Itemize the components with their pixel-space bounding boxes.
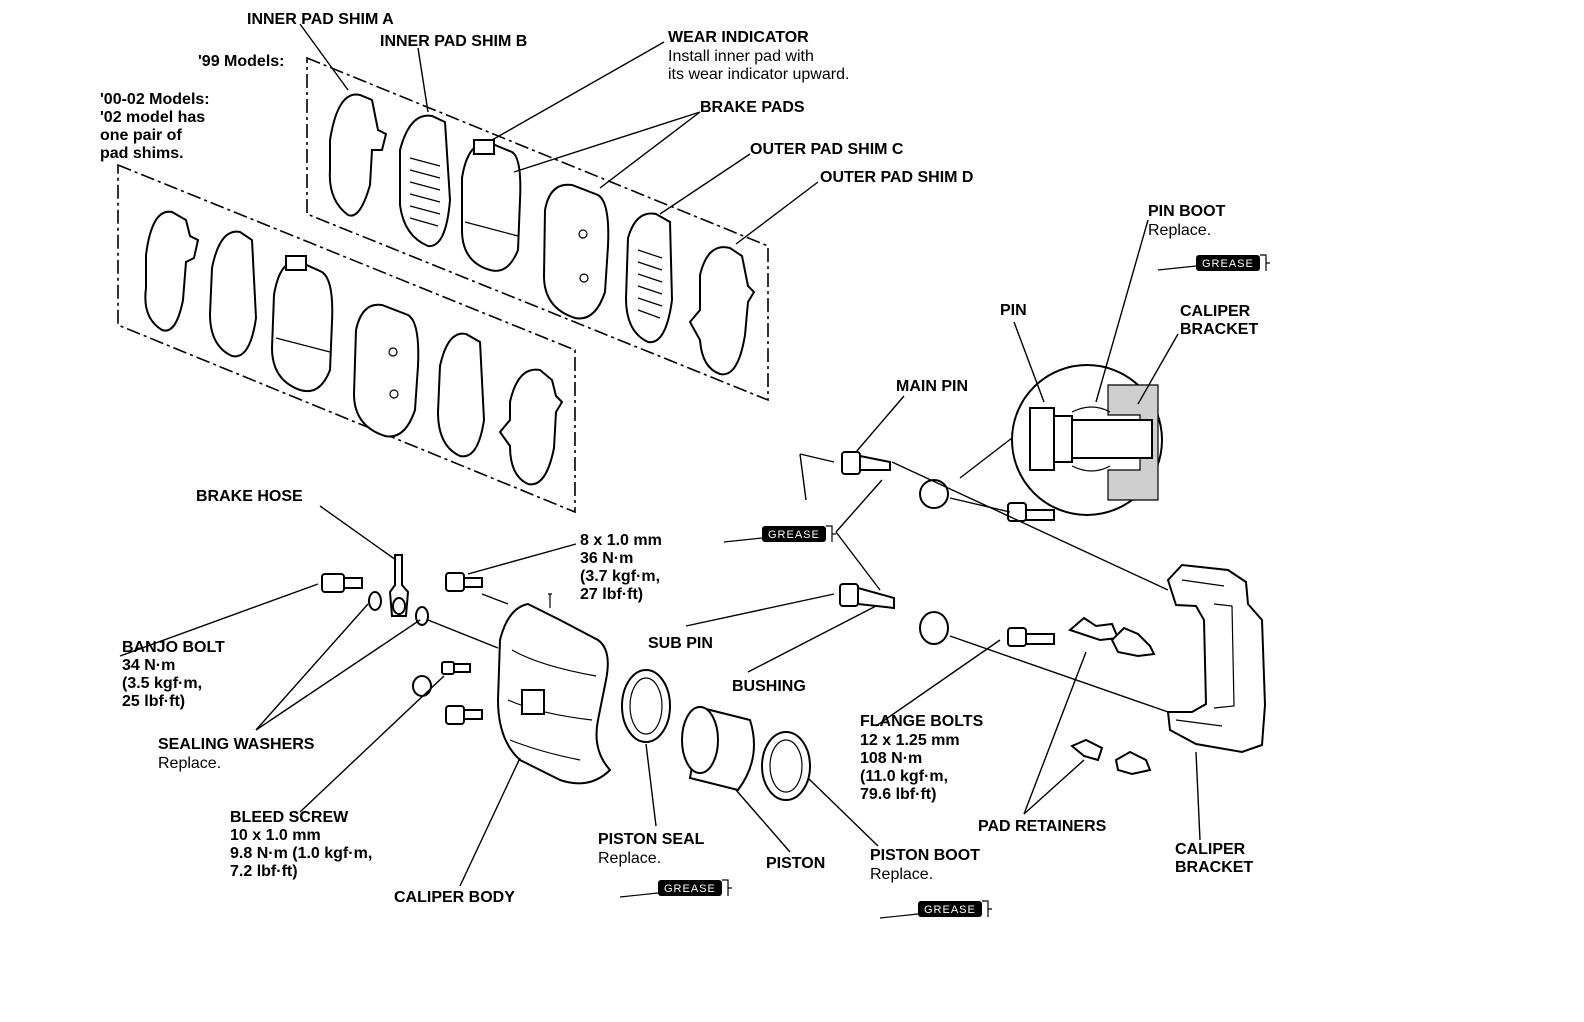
label-wear-indicator-note-2: its wear indicator upward. xyxy=(668,66,849,83)
label-bolt-spec-4: 27 lbf·ft) xyxy=(580,586,643,603)
label-inner-pad-shim-b: INNER PAD SHIM B xyxy=(380,33,527,50)
label-pin: PIN xyxy=(1000,302,1027,319)
pad-retainers-upper xyxy=(1068,616,1156,658)
label-piston-seal-note: Replace. xyxy=(598,850,661,867)
outer-pad-shim-d-99 xyxy=(688,246,756,376)
label-main-pin: MAIN PIN xyxy=(896,378,968,395)
label-pin-boot-note: Replace. xyxy=(1148,222,1211,239)
label-99-models: '99 Models: xyxy=(198,53,285,70)
label-banjo-bolt-spec-3: 25 lbf·ft) xyxy=(122,693,185,710)
caliper-body xyxy=(496,593,612,785)
inner-pad-shim-b-99 xyxy=(399,114,452,248)
label-banjo-bolt-spec-1: 34 N·m xyxy=(122,657,175,674)
label-flange-bolts-spec-1: 12 x 1.25 mm xyxy=(860,732,960,749)
piston-seal xyxy=(621,669,671,743)
brake-pad-outer-00-02 xyxy=(352,303,420,438)
label-pad-retainers: PAD RETAINERS xyxy=(978,818,1107,835)
label-brake-hose: BRAKE HOSE xyxy=(196,488,303,505)
grease-tube-pin-boot: GREASE xyxy=(1157,254,1270,271)
inner-pad-shim-a-00-02 xyxy=(144,210,200,332)
grease-label: GREASE xyxy=(924,904,976,916)
label-piston: PISTON xyxy=(766,855,825,872)
sub-pin xyxy=(839,583,895,610)
outer-pad-shim-c-99 xyxy=(624,212,674,344)
pad-retainers-lower xyxy=(1070,738,1152,776)
bushing-lower xyxy=(919,611,949,645)
brake-pad-outer-99 xyxy=(542,183,610,320)
bushing-upper xyxy=(919,479,949,509)
label-flange-bolts-spec-4: 79.6 lbf·ft) xyxy=(860,786,936,803)
label-00-02-models-4: pad shims. xyxy=(100,145,184,162)
label-wear-indicator-note-1: Install inner pad with xyxy=(668,48,814,65)
caliper-bracket xyxy=(1166,563,1267,754)
brake-pad-inner-00-02 xyxy=(270,255,334,392)
label-bushing: BUSHING xyxy=(732,678,806,695)
label-caliper-bracket-top-2: BRACKET xyxy=(1180,321,1258,338)
label-flange-bolts-spec-3: (11.0 kgf·m, xyxy=(860,768,948,785)
label-bleed-screw-spec-1: 10 x 1.0 mm xyxy=(230,827,321,844)
brake-hose-fitting xyxy=(388,554,410,617)
caliper-bolt-upper xyxy=(445,572,483,592)
brake-pad-inner-99 xyxy=(461,139,522,272)
grease-tube-main-pin: GREASE xyxy=(723,525,836,543)
flange-bolt-upper xyxy=(1007,502,1055,522)
models-00-02-enclosure xyxy=(117,163,576,514)
caliper-bolt-lower xyxy=(445,705,483,725)
label-bolt-spec-1: 8 x 1.0 mm xyxy=(580,532,662,549)
grease-tube-piston-seal: GREASE xyxy=(619,879,732,898)
grease-label: GREASE xyxy=(1202,258,1254,270)
sealing-washer-1 xyxy=(368,591,382,611)
label-piston-boot-note: Replace. xyxy=(870,866,933,883)
label-piston-seal: PISTON SEAL xyxy=(598,831,705,848)
leader-lines xyxy=(119,23,1201,887)
label-outer-pad-shim-c: OUTER PAD SHIM C xyxy=(750,141,904,158)
grease-label: GREASE xyxy=(768,529,820,541)
label-sub-pin: SUB PIN xyxy=(648,635,713,652)
inner-pad-shim-b-00-02 xyxy=(208,230,258,358)
label-bolt-spec-2: 36 N·m xyxy=(580,550,633,567)
label-sealing-washers-note: Replace. xyxy=(158,755,221,772)
grease-tube-piston-boot: GREASE xyxy=(879,900,992,919)
label-00-02-models-3: one pair of xyxy=(100,127,182,144)
label-banjo-bolt-spec-2: (3.5 kgf·m, xyxy=(122,675,202,692)
label-piston-boot: PISTON BOOT xyxy=(870,847,980,864)
label-bleed-screw: BLEED SCREW xyxy=(230,809,349,826)
banjo-bolt xyxy=(321,573,363,593)
flange-bolt-lower xyxy=(1007,627,1055,647)
label-flange-bolts: FLANGE BOLTS xyxy=(860,713,984,730)
main-pin xyxy=(841,451,891,475)
label-brake-pads: BRAKE PADS xyxy=(700,99,805,116)
models-99-enclosure xyxy=(306,56,769,402)
label-banjo-bolt: BANJO BOLT xyxy=(122,639,225,656)
pin-detail-inset xyxy=(1011,364,1163,516)
label-bleed-screw-spec-2: 9.8 N·m (1.0 kgf·m, xyxy=(230,845,372,862)
label-pin-boot: PIN BOOT xyxy=(1148,203,1226,220)
label-bleed-screw-spec-3: 7.2 lbf·ft) xyxy=(230,863,298,880)
label-wear-indicator: WEAR INDICATOR xyxy=(668,29,809,46)
label-outer-pad-shim-d: OUTER PAD SHIM D xyxy=(820,169,973,186)
piston xyxy=(681,706,755,792)
label-bolt-spec-3: (3.7 kgf·m, xyxy=(580,568,660,585)
label-sealing-washers: SEALING WASHERS xyxy=(158,736,315,753)
outer-pad-shim-c-00-02 xyxy=(436,332,486,458)
outer-pad-shim-d-00-02 xyxy=(498,368,564,486)
label-caliper-bracket-top-1: CALIPER xyxy=(1180,303,1251,320)
label-caliper-bracket-bottom-2: BRACKET xyxy=(1175,859,1253,876)
label-caliper-body: CALIPER BODY xyxy=(394,889,515,906)
label-00-02-models-1: '00-02 Models: xyxy=(100,91,210,108)
label-inner-pad-shim-a: INNER PAD SHIM A xyxy=(247,11,394,28)
inner-pad-shim-a-99 xyxy=(328,93,388,217)
piston-boot xyxy=(761,731,811,801)
grease-label: GREASE xyxy=(664,883,716,895)
label-flange-bolts-spec-2: 108 N·m xyxy=(860,750,922,767)
bleed-screw xyxy=(412,661,471,697)
label-00-02-models-2: '02 model has xyxy=(100,109,205,126)
label-caliper-bracket-bottom-1: CALIPER xyxy=(1175,841,1246,858)
